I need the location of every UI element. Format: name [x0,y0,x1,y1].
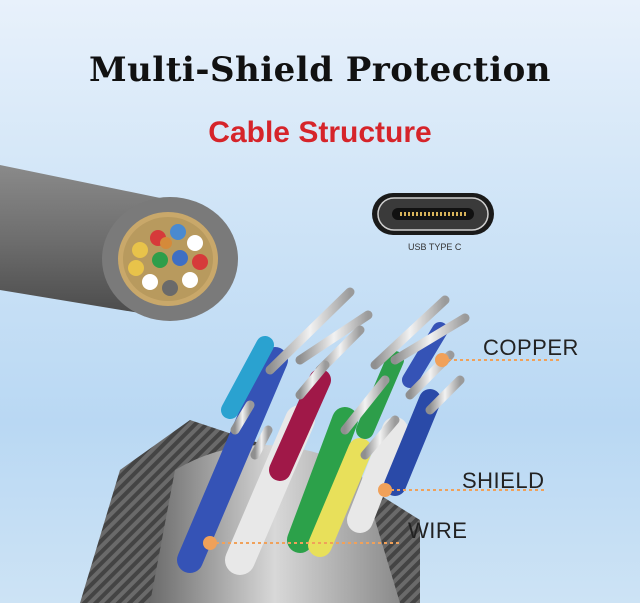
cable-cross-section-icon [0,165,238,321]
usb-type-c-port-icon [372,193,494,235]
page-title: Multi-Shield Protection [88,50,552,90]
page-subtitle: Cable Structure [208,116,432,149]
usb-type-label: USB TYPE C [408,242,462,252]
copper-label: COPPER [483,335,579,360]
cable-wires-icon [80,287,560,603]
wire-label: WIRE [408,518,468,543]
shield-label: SHIELD [462,468,545,493]
